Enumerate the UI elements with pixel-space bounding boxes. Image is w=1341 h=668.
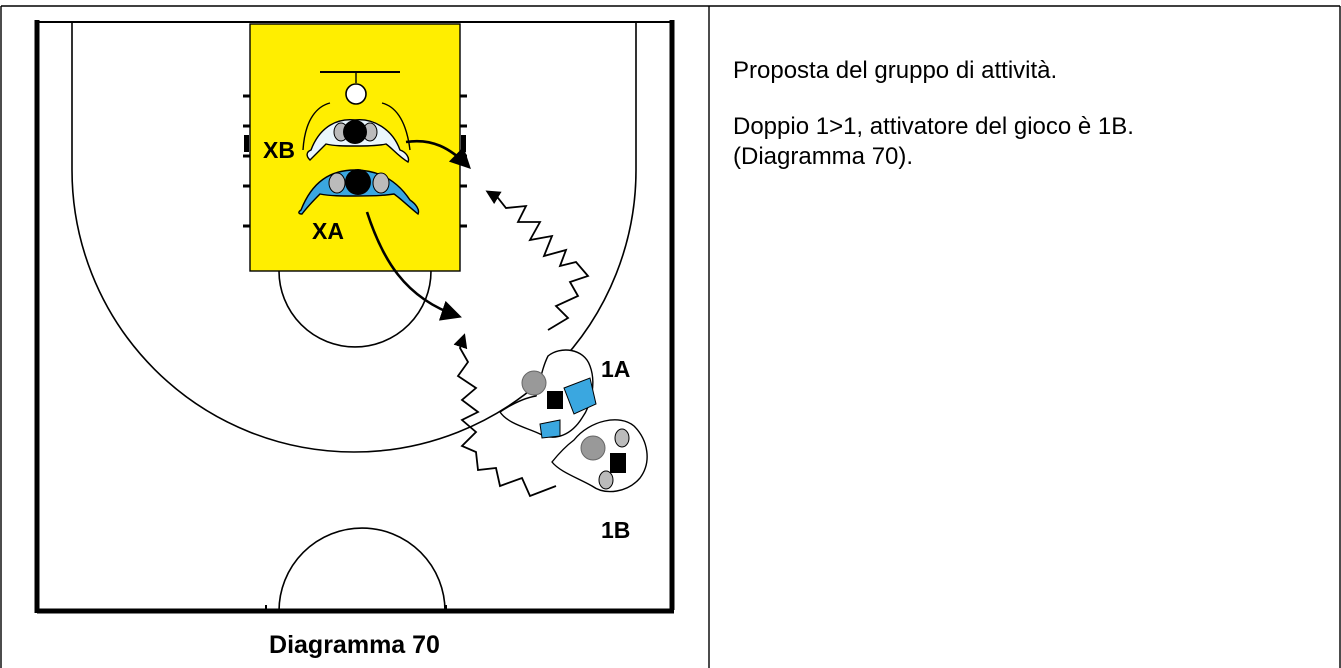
attacker-head <box>610 453 626 473</box>
description-line: (Diagramma 70). <box>733 143 914 170</box>
paint-area <box>243 23 467 348</box>
attacker-shoulder <box>614 428 630 448</box>
attacker-1b <box>551 419 648 493</box>
description-panel: Proposta del gruppo di attività. Doppio … <box>733 56 1323 172</box>
defender-shoulder <box>372 172 390 194</box>
court-lines <box>34 20 675 614</box>
label-xb: XB <box>263 137 295 163</box>
dribble-path-1a <box>485 190 590 331</box>
label-1a: 1A <box>601 356 630 382</box>
attacker-jersey <box>539 419 561 439</box>
description-line: Doppio 1>1, attivatore del gioco è 1B. <box>733 113 1134 140</box>
attacker-shoulder <box>598 470 614 490</box>
center-circle <box>278 527 446 612</box>
cut-arrow-xa <box>365 211 462 321</box>
defender-shoulder <box>328 172 346 194</box>
defender-head <box>345 169 371 195</box>
defender-head <box>343 120 367 144</box>
attacker-1a <box>499 349 597 439</box>
hoop <box>345 83 367 105</box>
attacker-head <box>547 391 563 409</box>
label-xa: XA <box>312 218 344 244</box>
attacker-body <box>499 349 594 438</box>
court-diagram: XB XA 1A 1B <box>34 20 675 614</box>
description-title: Proposta del gruppo di attività. <box>733 57 1058 84</box>
three-point-line <box>71 22 637 453</box>
free-throw-circle <box>278 270 432 348</box>
attacker-jersey <box>563 377 597 415</box>
basketball-icon <box>580 435 606 461</box>
block-mark <box>461 135 466 152</box>
basketball-icon <box>521 370 547 396</box>
diagram-caption: Diagramma 70 <box>269 631 440 659</box>
defender-xb <box>306 119 410 163</box>
defender-xa <box>298 169 420 216</box>
block-mark <box>244 135 249 152</box>
cut-arrow-xb <box>405 139 471 169</box>
dribble-path-1b <box>453 333 557 498</box>
label-1b: 1B <box>601 517 630 543</box>
paint-rectangle <box>249 23 461 272</box>
